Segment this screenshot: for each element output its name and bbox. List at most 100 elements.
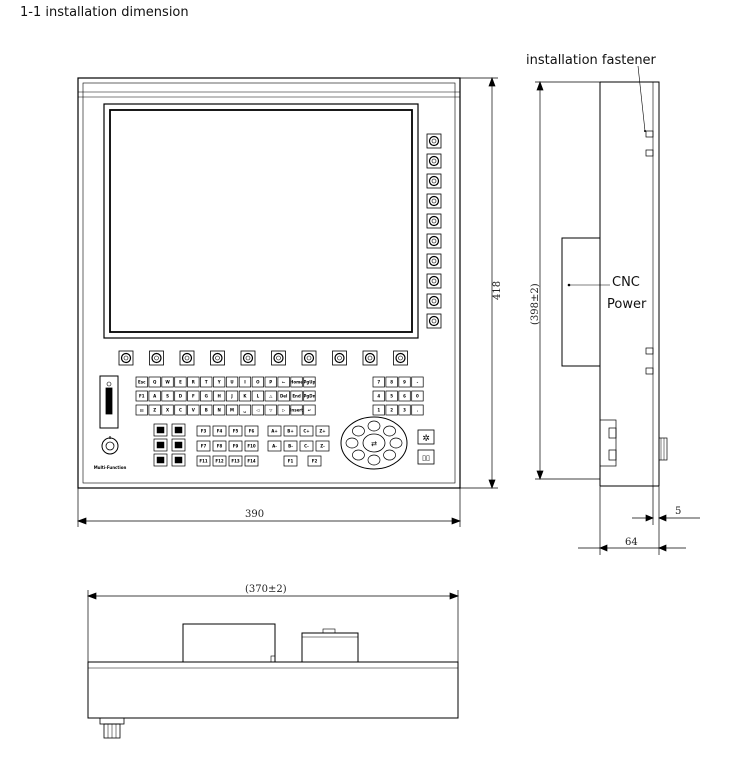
axis-key xyxy=(315,440,330,452)
mode-key xyxy=(171,438,186,452)
function-key-label: F4 xyxy=(217,429,223,434)
key-label: O xyxy=(256,380,260,385)
axis-key xyxy=(307,455,322,467)
numpad-key xyxy=(372,390,385,402)
key-label: Z xyxy=(153,408,156,413)
cnc-label: CNC xyxy=(612,275,640,290)
mount-height-dimension xyxy=(535,81,600,480)
key-label: B xyxy=(205,408,208,413)
direction-key xyxy=(352,449,365,461)
direction-key xyxy=(345,437,359,449)
front-panel-outline xyxy=(77,77,461,489)
lcd-screen-bezel xyxy=(103,103,419,339)
function-key-label: F3 xyxy=(201,429,207,434)
function-key-label: F7 xyxy=(201,444,207,449)
function-key-label: F11 xyxy=(199,459,208,464)
key-label: E xyxy=(179,380,182,385)
numpad-key xyxy=(372,376,385,388)
key xyxy=(187,376,200,388)
function-key xyxy=(212,455,227,467)
key-label: ◁ xyxy=(255,408,259,413)
multi-function-knob-icon xyxy=(101,436,119,455)
key-label: F1 xyxy=(139,394,145,399)
key xyxy=(277,390,290,402)
key-label: C xyxy=(179,408,182,413)
bottom-softkeys xyxy=(118,350,408,366)
numpad-key-label: - xyxy=(417,380,419,385)
key-label: ← xyxy=(282,380,286,385)
key-label: R xyxy=(192,380,195,385)
key xyxy=(200,390,213,402)
key xyxy=(148,404,161,416)
function-key xyxy=(212,440,227,452)
bottom-softkey-button xyxy=(332,350,347,366)
function-key-label: F6 xyxy=(249,429,255,434)
key-label: End xyxy=(292,394,301,399)
key-label: Esc xyxy=(138,380,146,385)
numpad-key xyxy=(398,376,411,388)
key xyxy=(303,390,316,402)
fastener-icon xyxy=(645,130,654,138)
bottom-softkey-button xyxy=(118,350,134,366)
key-label: ▤ xyxy=(140,408,144,413)
axis-key xyxy=(283,440,298,452)
key xyxy=(251,390,264,402)
mode-key xyxy=(153,423,168,437)
mode-key xyxy=(171,423,186,437)
key xyxy=(174,376,187,388)
key xyxy=(187,404,200,416)
side-softkey-button xyxy=(426,173,442,189)
key xyxy=(238,376,252,388)
key-label: L xyxy=(257,394,260,399)
key-label: I xyxy=(244,380,246,385)
key-label: ␣ xyxy=(244,408,247,413)
key-label: Insert xyxy=(290,408,303,413)
key-label: A xyxy=(153,394,157,399)
key-label: ▷ xyxy=(282,408,286,413)
mode-key xyxy=(153,453,168,467)
key-label: H xyxy=(217,394,220,399)
depth-dimensions xyxy=(578,486,700,555)
key xyxy=(161,404,174,416)
axis-key-label: F1 xyxy=(288,459,294,464)
axis-key xyxy=(315,425,330,437)
key xyxy=(290,404,303,416)
key-label: X xyxy=(166,408,169,413)
height-dimension xyxy=(460,77,498,489)
key-label: Q xyxy=(153,380,157,385)
flange-dimension-label: 5 xyxy=(675,506,681,517)
width-dimension-label: 390 xyxy=(245,509,264,520)
numpad-key-label: 8 xyxy=(390,380,393,385)
numpad-key-label: 3 xyxy=(403,408,406,413)
key xyxy=(238,404,252,416)
direction-key xyxy=(389,437,403,449)
key xyxy=(264,390,277,402)
key xyxy=(264,376,277,388)
side-softkey-button xyxy=(426,133,442,149)
connector-knob-icon xyxy=(658,437,668,461)
numpad-key xyxy=(411,404,424,416)
key-label: ↵ xyxy=(308,408,311,413)
key xyxy=(290,376,303,388)
key-label: PgUp xyxy=(303,380,315,385)
key xyxy=(187,390,200,402)
key-label: U xyxy=(230,380,233,385)
side-softkeys xyxy=(426,133,442,329)
side-softkey-button xyxy=(426,313,442,329)
key xyxy=(251,376,264,388)
direction-pad: ⇄ xyxy=(340,416,408,470)
side-softkey-button xyxy=(426,193,442,209)
axis-key xyxy=(283,455,298,467)
key-label: S xyxy=(166,394,169,399)
key-label: ▽ xyxy=(269,408,273,413)
key-label: △ xyxy=(269,394,273,399)
key xyxy=(303,376,316,388)
axis-key xyxy=(283,425,298,437)
function-key xyxy=(228,425,243,437)
numpad-key-label: . xyxy=(417,408,419,413)
key xyxy=(225,376,239,388)
bottom-softkey-button xyxy=(240,350,256,366)
function-key-label: F14 xyxy=(247,459,256,464)
axis-key-label: A- xyxy=(272,444,277,449)
numpad-key-label: 1 xyxy=(377,408,380,413)
